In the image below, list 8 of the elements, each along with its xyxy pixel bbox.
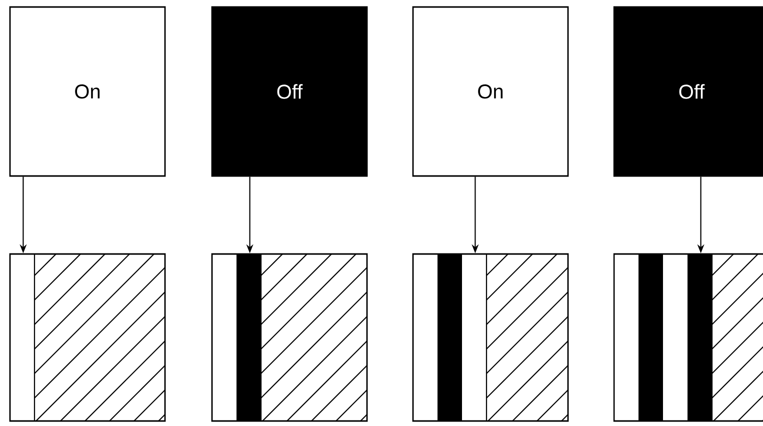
state-box: On xyxy=(9,6,166,177)
striped-box xyxy=(613,253,763,422)
striped-box xyxy=(211,253,368,422)
striped-box xyxy=(9,253,166,422)
state-box: On xyxy=(412,6,569,177)
striped-box xyxy=(412,253,569,422)
state-box: Off xyxy=(211,6,368,177)
state-box: Off xyxy=(613,6,763,177)
